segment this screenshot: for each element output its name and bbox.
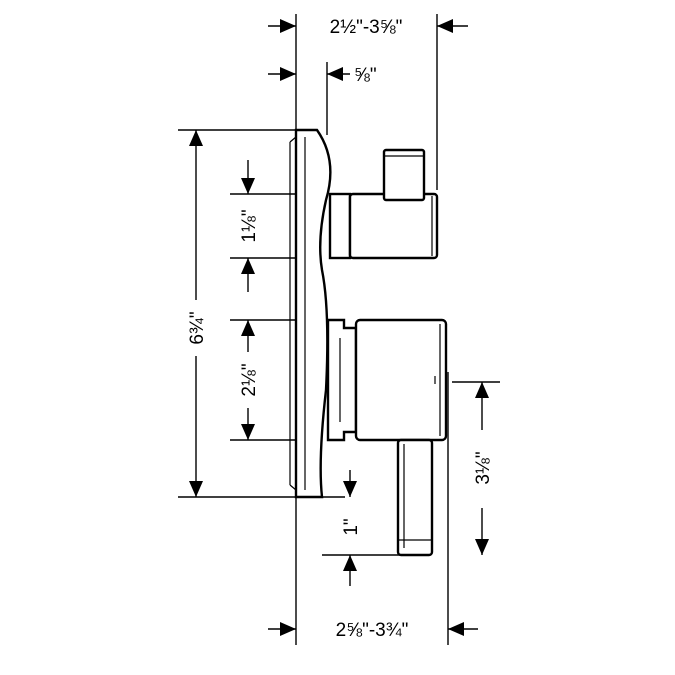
label-offset: ⅝": [354, 65, 377, 86]
arrowhead-icon: [189, 481, 203, 497]
dimension-bottom-width: 2⅝"-3¾": [268, 620, 478, 641]
dimension-lower-spacing: 2⅛": [239, 320, 260, 440]
arrowhead-icon: [241, 320, 255, 336]
label-top-width: 2½"-3⅝": [330, 17, 403, 38]
label-lever-height: 3⅛": [473, 451, 494, 484]
arrowhead-icon: [280, 19, 296, 33]
arrowhead-icon: [241, 424, 255, 440]
arrowhead-icon: [189, 130, 203, 146]
arrowhead-icon: [280, 67, 296, 81]
dimension-lever-height: 3⅛": [473, 382, 494, 555]
arrowhead-icon: [280, 622, 296, 636]
dimension-top-width: 2½"-3⅝": [268, 17, 468, 38]
arrowhead-icon: [475, 539, 489, 555]
dimension-upper-spacing: 1⅛": [239, 160, 260, 292]
label-lever-drop: 1": [341, 518, 362, 535]
arrowhead-icon: [475, 382, 489, 398]
dimension-total-height: 6¾": [184, 130, 208, 497]
arrowhead-icon: [343, 555, 357, 571]
label-lower-spacing: 2⅛": [239, 363, 260, 396]
dimension-offset: ⅝": [268, 65, 377, 86]
valve-body: [289, 128, 448, 557]
arrowhead-icon: [241, 258, 255, 274]
arrowhead-icon: [327, 67, 343, 81]
arrowhead-icon: [343, 481, 357, 497]
label-upper-spacing: 1⅛": [239, 209, 260, 242]
label-bottom-width: 2⅝"-3¾": [336, 620, 409, 641]
arrowhead-icon: [437, 19, 453, 33]
arrowhead-icon: [448, 622, 464, 636]
dimension-lever-drop: 1": [341, 470, 362, 586]
arrowhead-icon: [241, 178, 255, 194]
label-total-height: 6¾": [187, 311, 208, 344]
